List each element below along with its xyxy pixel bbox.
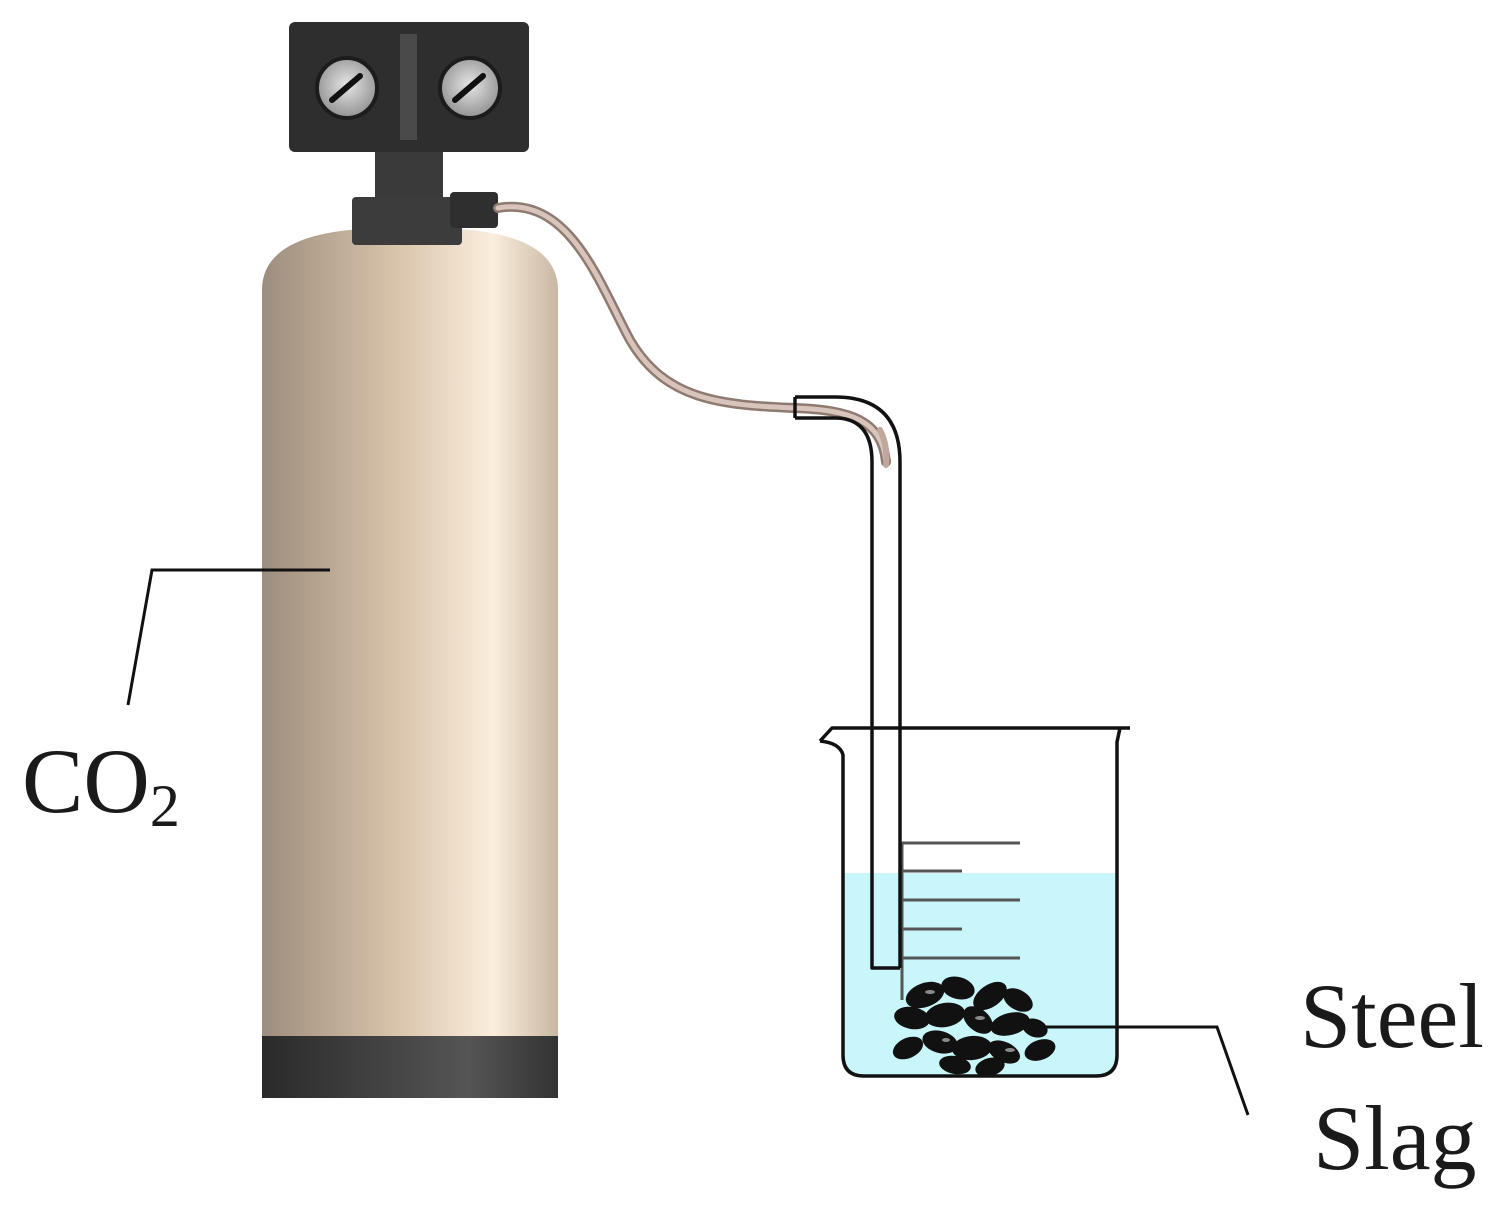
gas-cylinder-icon: [262, 229, 558, 1098]
pressure-gauge-icon: [438, 56, 502, 120]
slag-label: Slag: [1313, 1087, 1477, 1189]
regulator-icon: [289, 22, 529, 245]
cylinder-base: [262, 1036, 558, 1098]
valve-collar: [352, 197, 462, 245]
hose-end: [877, 427, 890, 468]
steel-slag-pile: [892, 976, 1056, 1077]
steel-label: Steel: [1300, 965, 1484, 1067]
co2-label-subscript: 2: [149, 773, 180, 839]
regulator-neck: [375, 148, 443, 200]
slag-leader-line: [1035, 1025, 1250, 1116]
pressure-gauge-icon: [315, 56, 379, 120]
glass-tube: [793, 395, 902, 970]
valve-outlet: [450, 192, 498, 228]
cylinder-body: [262, 229, 558, 1040]
regulator-divider: [400, 34, 417, 140]
slag-highlights: [925, 990, 1015, 1052]
gas-hose: [493, 201, 891, 467]
beaker-graduations: [900, 841, 1020, 1000]
co2-label-main: CO: [22, 730, 150, 832]
beaker-icon: [818, 726, 1130, 1078]
co2-leader-line: [126, 568, 330, 706]
co2-label: CO2: [22, 735, 180, 836]
